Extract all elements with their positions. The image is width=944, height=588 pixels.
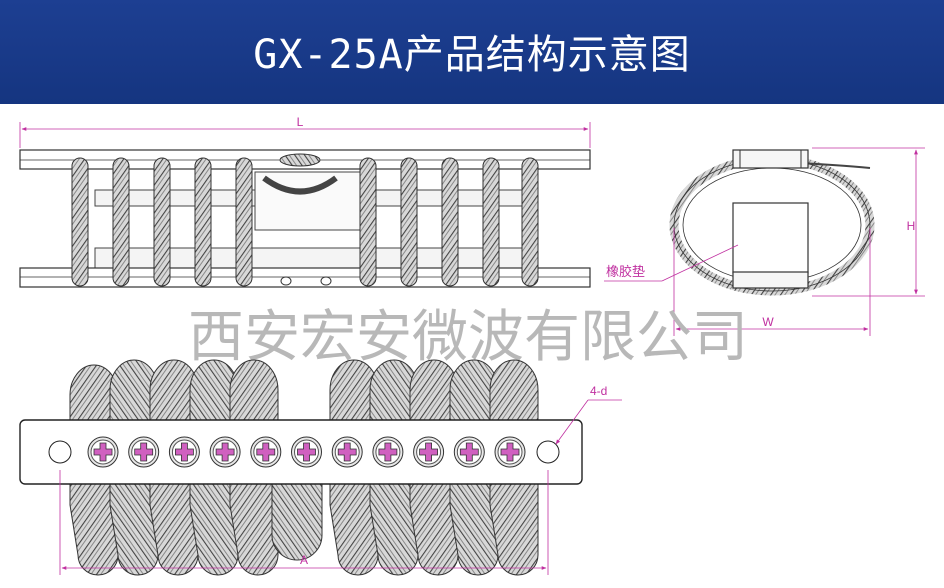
dimension-width: W [673, 228, 871, 336]
title-banner: GX-25A产品结构示意图 [0, 0, 944, 104]
screw-head [291, 436, 322, 468]
rubber-pad-callout: 橡胶垫 [604, 244, 739, 282]
dimension-length-label: L [297, 115, 304, 129]
screw-head [331, 436, 363, 468]
screw-head [168, 436, 200, 468]
screw-head [87, 436, 119, 468]
top-clamp [732, 149, 809, 169]
mounting-hole-left [48, 440, 72, 464]
company-watermark: 西安宏安微波有限公司 [188, 305, 748, 370]
dimension-spacing: A [59, 470, 549, 575]
page-title: GX-25A产品结构示意图 [253, 32, 691, 78]
screw-head [372, 436, 404, 468]
mounting-hole-right [536, 440, 560, 464]
hole-callout: 4-d [555, 384, 622, 445]
screw-head [209, 436, 241, 468]
dimension-spacing-label: A [300, 553, 308, 567]
screw-heads [87, 436, 526, 468]
side-view: H W 橡胶垫 [604, 147, 925, 336]
product-structure-drawing: L [19, 115, 925, 576]
dimension-width-label: W [762, 315, 774, 329]
wire-rope-coils-front [71, 153, 539, 287]
dimension-height-label: H [907, 219, 916, 233]
rubber-pad [732, 202, 809, 274]
plan-view: 4-d A [19, 359, 622, 576]
bottom-clamp [732, 271, 809, 289]
screw-head [128, 436, 160, 468]
screw-head [494, 436, 526, 468]
hole-callout-label: 4-d [590, 384, 607, 398]
rubber-pad-label: 橡胶垫 [606, 264, 645, 280]
front-view: L [19, 115, 591, 288]
dimension-height: H [812, 147, 925, 297]
screw-head [453, 436, 485, 468]
screw-head [250, 436, 282, 468]
bottom-mounting-bar [19, 267, 591, 288]
dimension-length: L [19, 115, 591, 148]
screw-head [413, 436, 445, 468]
